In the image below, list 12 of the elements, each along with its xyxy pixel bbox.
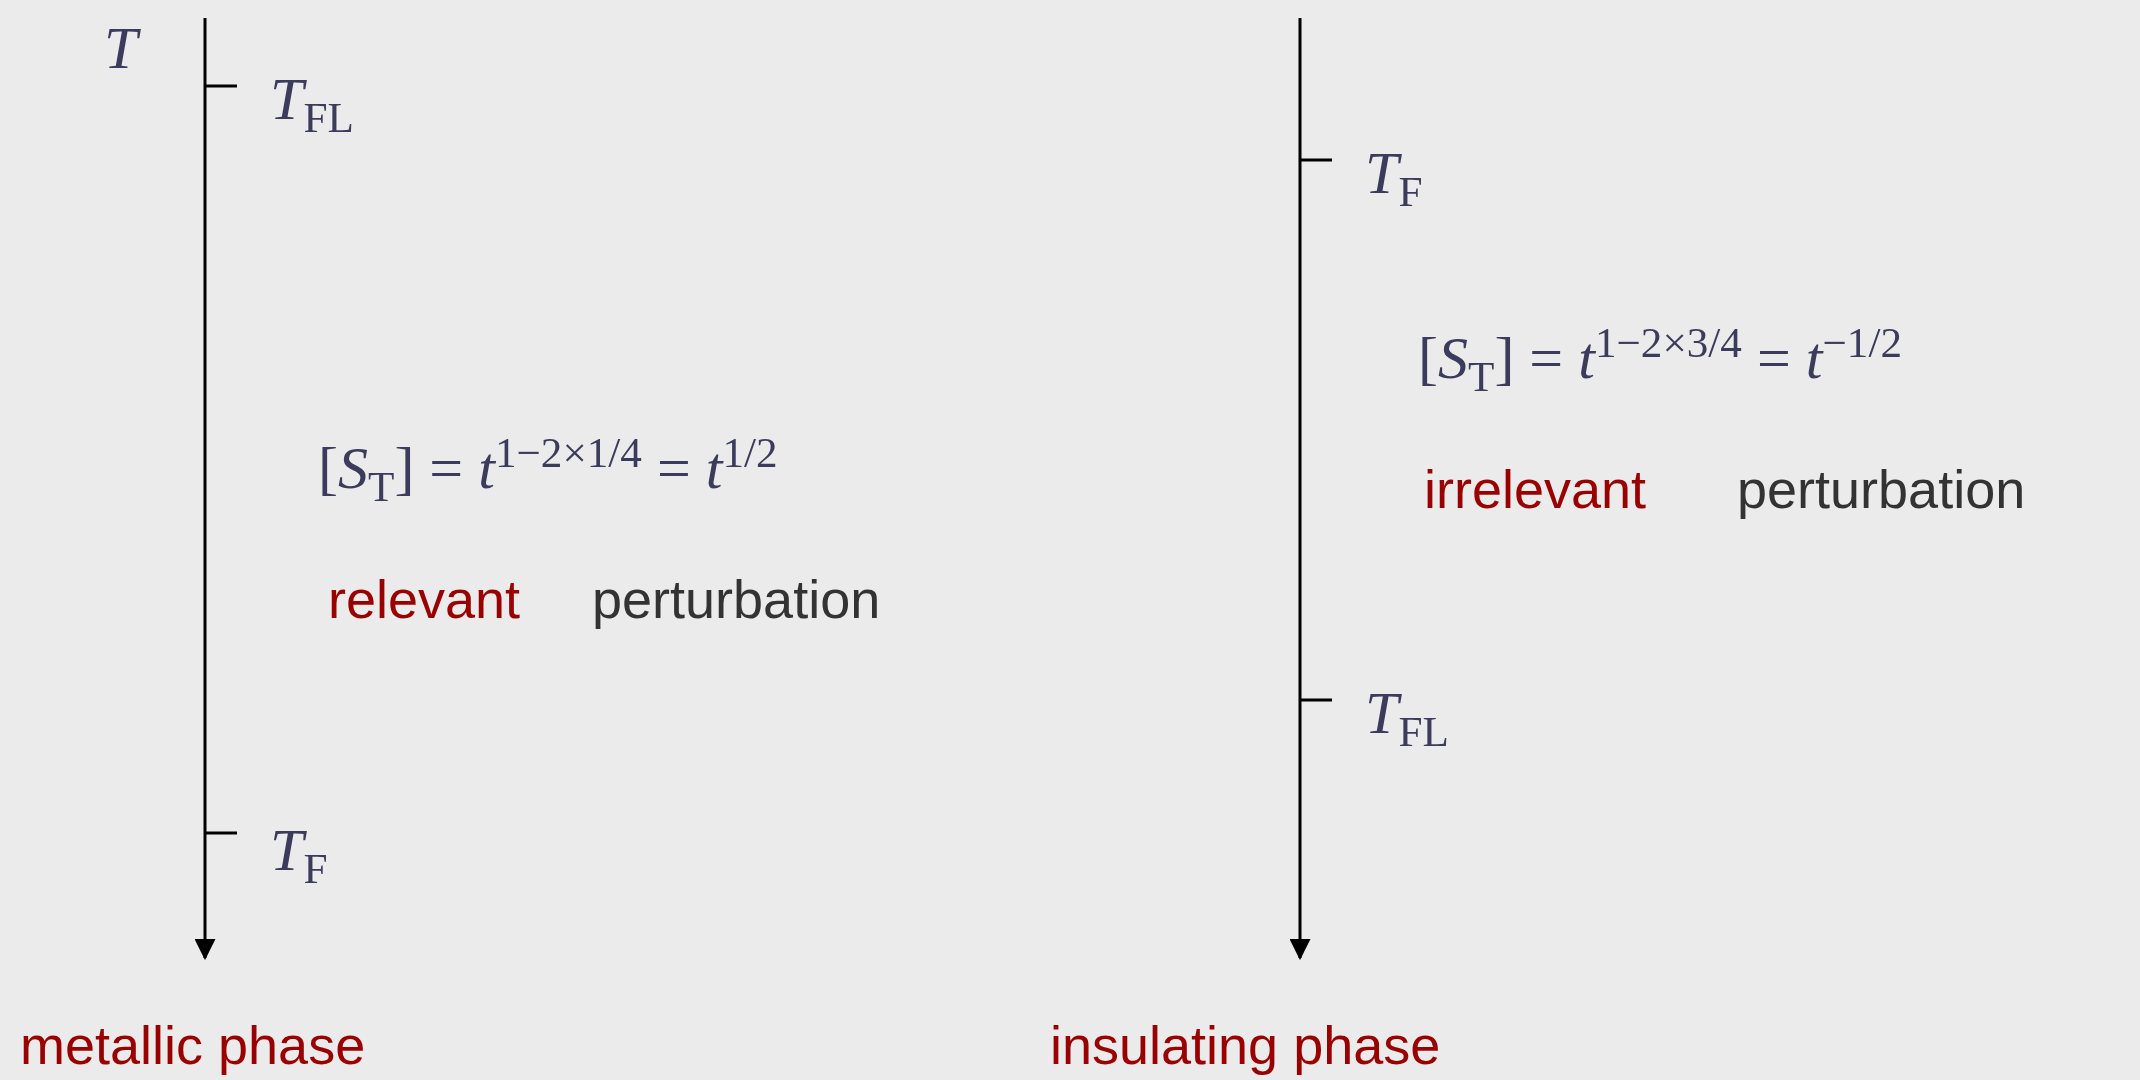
scaling-equation: [S$_{T}$] = t$^{1−2×3/4}$ = t$^{−1/2}$ [1418, 319, 1903, 401]
scaling-equation: [S$_{T}$] = t$^{1−2×1/4}$ = t$^{1/2}$ [318, 429, 778, 511]
description-text: perturbation [1737, 460, 2026, 520]
tick-label: T$_{F}$ [1365, 140, 1423, 216]
tick-label: T$_{FL}$ [1365, 680, 1449, 756]
tick-label: T$_{FL}$ [270, 66, 354, 142]
phase-label: insulating phase [1050, 1016, 1441, 1076]
phase-keyword: irrelevant [1424, 460, 1647, 520]
description-text: perturbation [592, 570, 881, 630]
phase-label: metallic phase [20, 1016, 366, 1076]
tick-label: T$_{F}$ [270, 817, 328, 893]
phase-keyword: relevant [328, 570, 521, 630]
